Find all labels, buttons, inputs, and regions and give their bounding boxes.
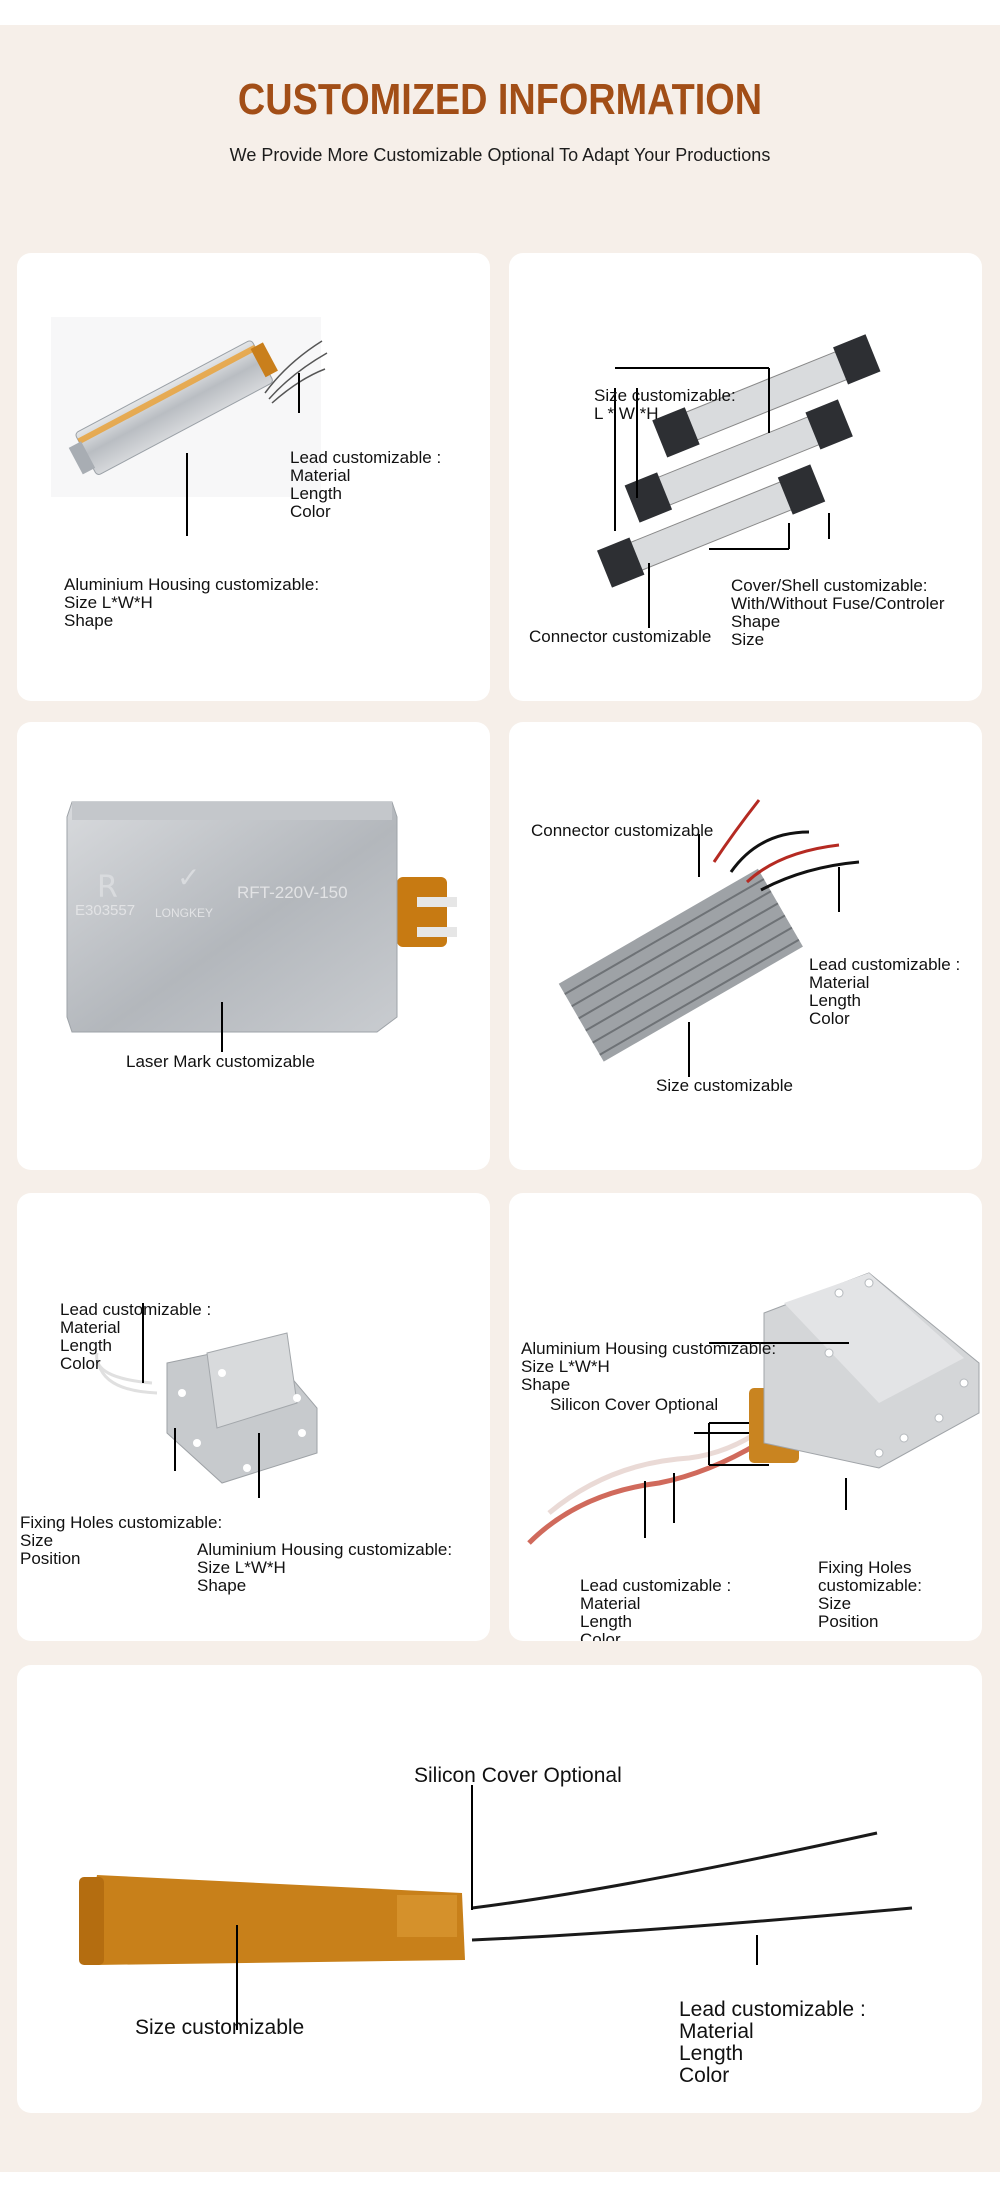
housing-label: Aluminium Housing customizable:Size L*W*… — [197, 1540, 453, 1595]
cover-label: Cover/Shell customizable:With/Without Fu… — [731, 576, 945, 649]
size-label: Size customizable:L * W *H — [594, 386, 736, 423]
flat-heater-illustration — [527, 1272, 980, 1545]
connector-label: Connector customizable — [531, 821, 714, 840]
card-ptc-modules: Size customizable:L * W *H Cover/Shell c… — [509, 253, 982, 701]
mark-text: RFT-220V-150 — [237, 883, 348, 902]
page-title: CUSTOMIZED INFORMATION — [237, 75, 763, 124]
housing-label: Aluminium Housing customizable:Size L*W*… — [521, 1339, 777, 1394]
page-subtitle: We Provide More Customizable Optional To… — [229, 145, 771, 165]
laser-mark-illustration: R ✓ — [66, 801, 457, 1052]
housing-label: Aluminium Housing customizable:Size L*W*… — [64, 575, 320, 630]
silicon-label: Silicon Cover Optional — [550, 1395, 719, 1414]
film-heater-illustration — [79, 1785, 913, 2030]
size-label: Size customizable — [656, 1076, 794, 1095]
card-ptc-element: Connector customizable Lead customizable… — [509, 722, 982, 1170]
laser-label: Laser Mark customizable — [126, 1052, 315, 1071]
card-flat-heater: Aluminium Housing customizable:Size L*W*… — [509, 1193, 982, 1641]
connector-label: Connector customizable — [529, 627, 712, 646]
silicon-label: Silicon Cover Optional — [414, 1764, 622, 1787]
mark-text: E303557 — [75, 902, 136, 919]
svg-text:R: R — [97, 870, 118, 905]
page-background: CUSTOMIZED INFORMATION We Provide More C… — [0, 25, 1000, 2172]
heater-illustration — [51, 317, 328, 536]
modules-illustration — [596, 334, 881, 628]
card-laser-mark: R ✓ E303557 LONGKEY RFT-220V-150 Laser M… — [17, 722, 490, 1170]
plate-heater-illustration — [95, 1303, 318, 1498]
mark-text: LONGKEY — [155, 906, 214, 920]
ptc-element-illustration — [558, 799, 860, 1077]
size-label: Size customizable — [135, 2016, 305, 2039]
card-film-heater: Silicon Cover Optional Lead customizable… — [17, 1665, 982, 2113]
svg-text:✓: ✓ — [177, 861, 200, 894]
